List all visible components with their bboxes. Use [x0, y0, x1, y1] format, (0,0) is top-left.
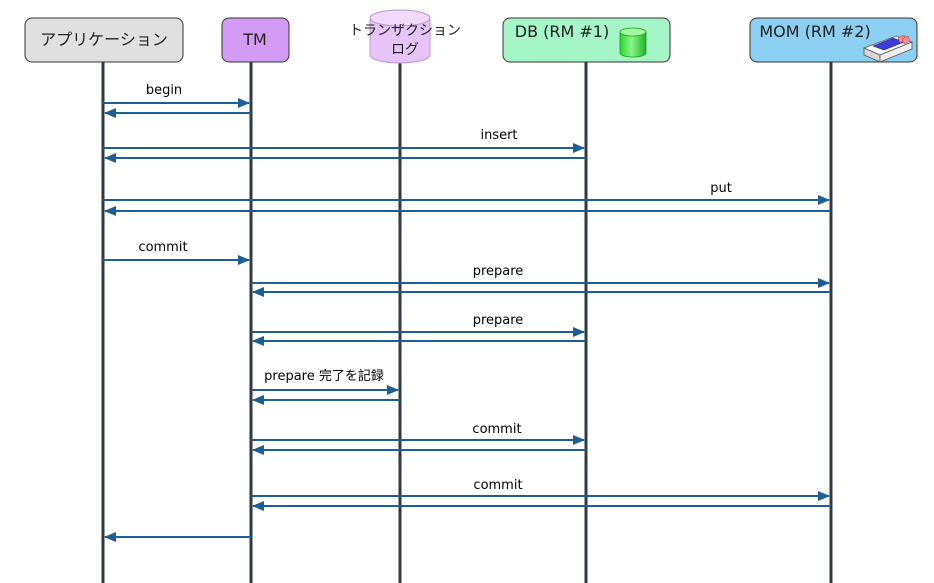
participant-mom-label: MOM (RM #2) — [759, 22, 870, 41]
message-queue-icon — [862, 34, 914, 63]
message-label-log-prepare: prepare 完了を記録 — [264, 368, 384, 384]
message-label-commit-mom: commit — [473, 478, 522, 493]
message-label-commit: commit — [138, 240, 187, 255]
message-label-prepare-db: prepare — [473, 313, 524, 328]
participant-app-label: アプリケーション — [40, 30, 168, 49]
lifelines — [101, 62, 833, 583]
participant-log-line2: ログ — [391, 42, 419, 58]
database-icon — [619, 27, 647, 58]
participant-db-label: DB (RM #1) — [515, 22, 609, 41]
participant-log: トランザクション ログ — [349, 9, 461, 64]
participant-app: アプリケーション — [24, 17, 184, 63]
participant-db: DB (RM #1) — [502, 17, 671, 63]
message-arrows — [103, 98, 831, 542]
message-label-prepare-mom: prepare — [473, 264, 524, 279]
message-label-put: put — [710, 181, 732, 196]
message-label-begin: begin — [146, 83, 182, 98]
participant-tm: TM — [221, 17, 290, 63]
participant-mom: MOM (RM #2) — [749, 17, 918, 63]
message-label-commit-db: commit — [472, 422, 521, 437]
participant-tm-label: TM — [242, 30, 267, 49]
message-labels: begin insert put commit prepare prepare … — [138, 83, 731, 493]
message-label-insert: insert — [480, 128, 517, 143]
participant-log-line1: トランザクション — [349, 23, 461, 39]
